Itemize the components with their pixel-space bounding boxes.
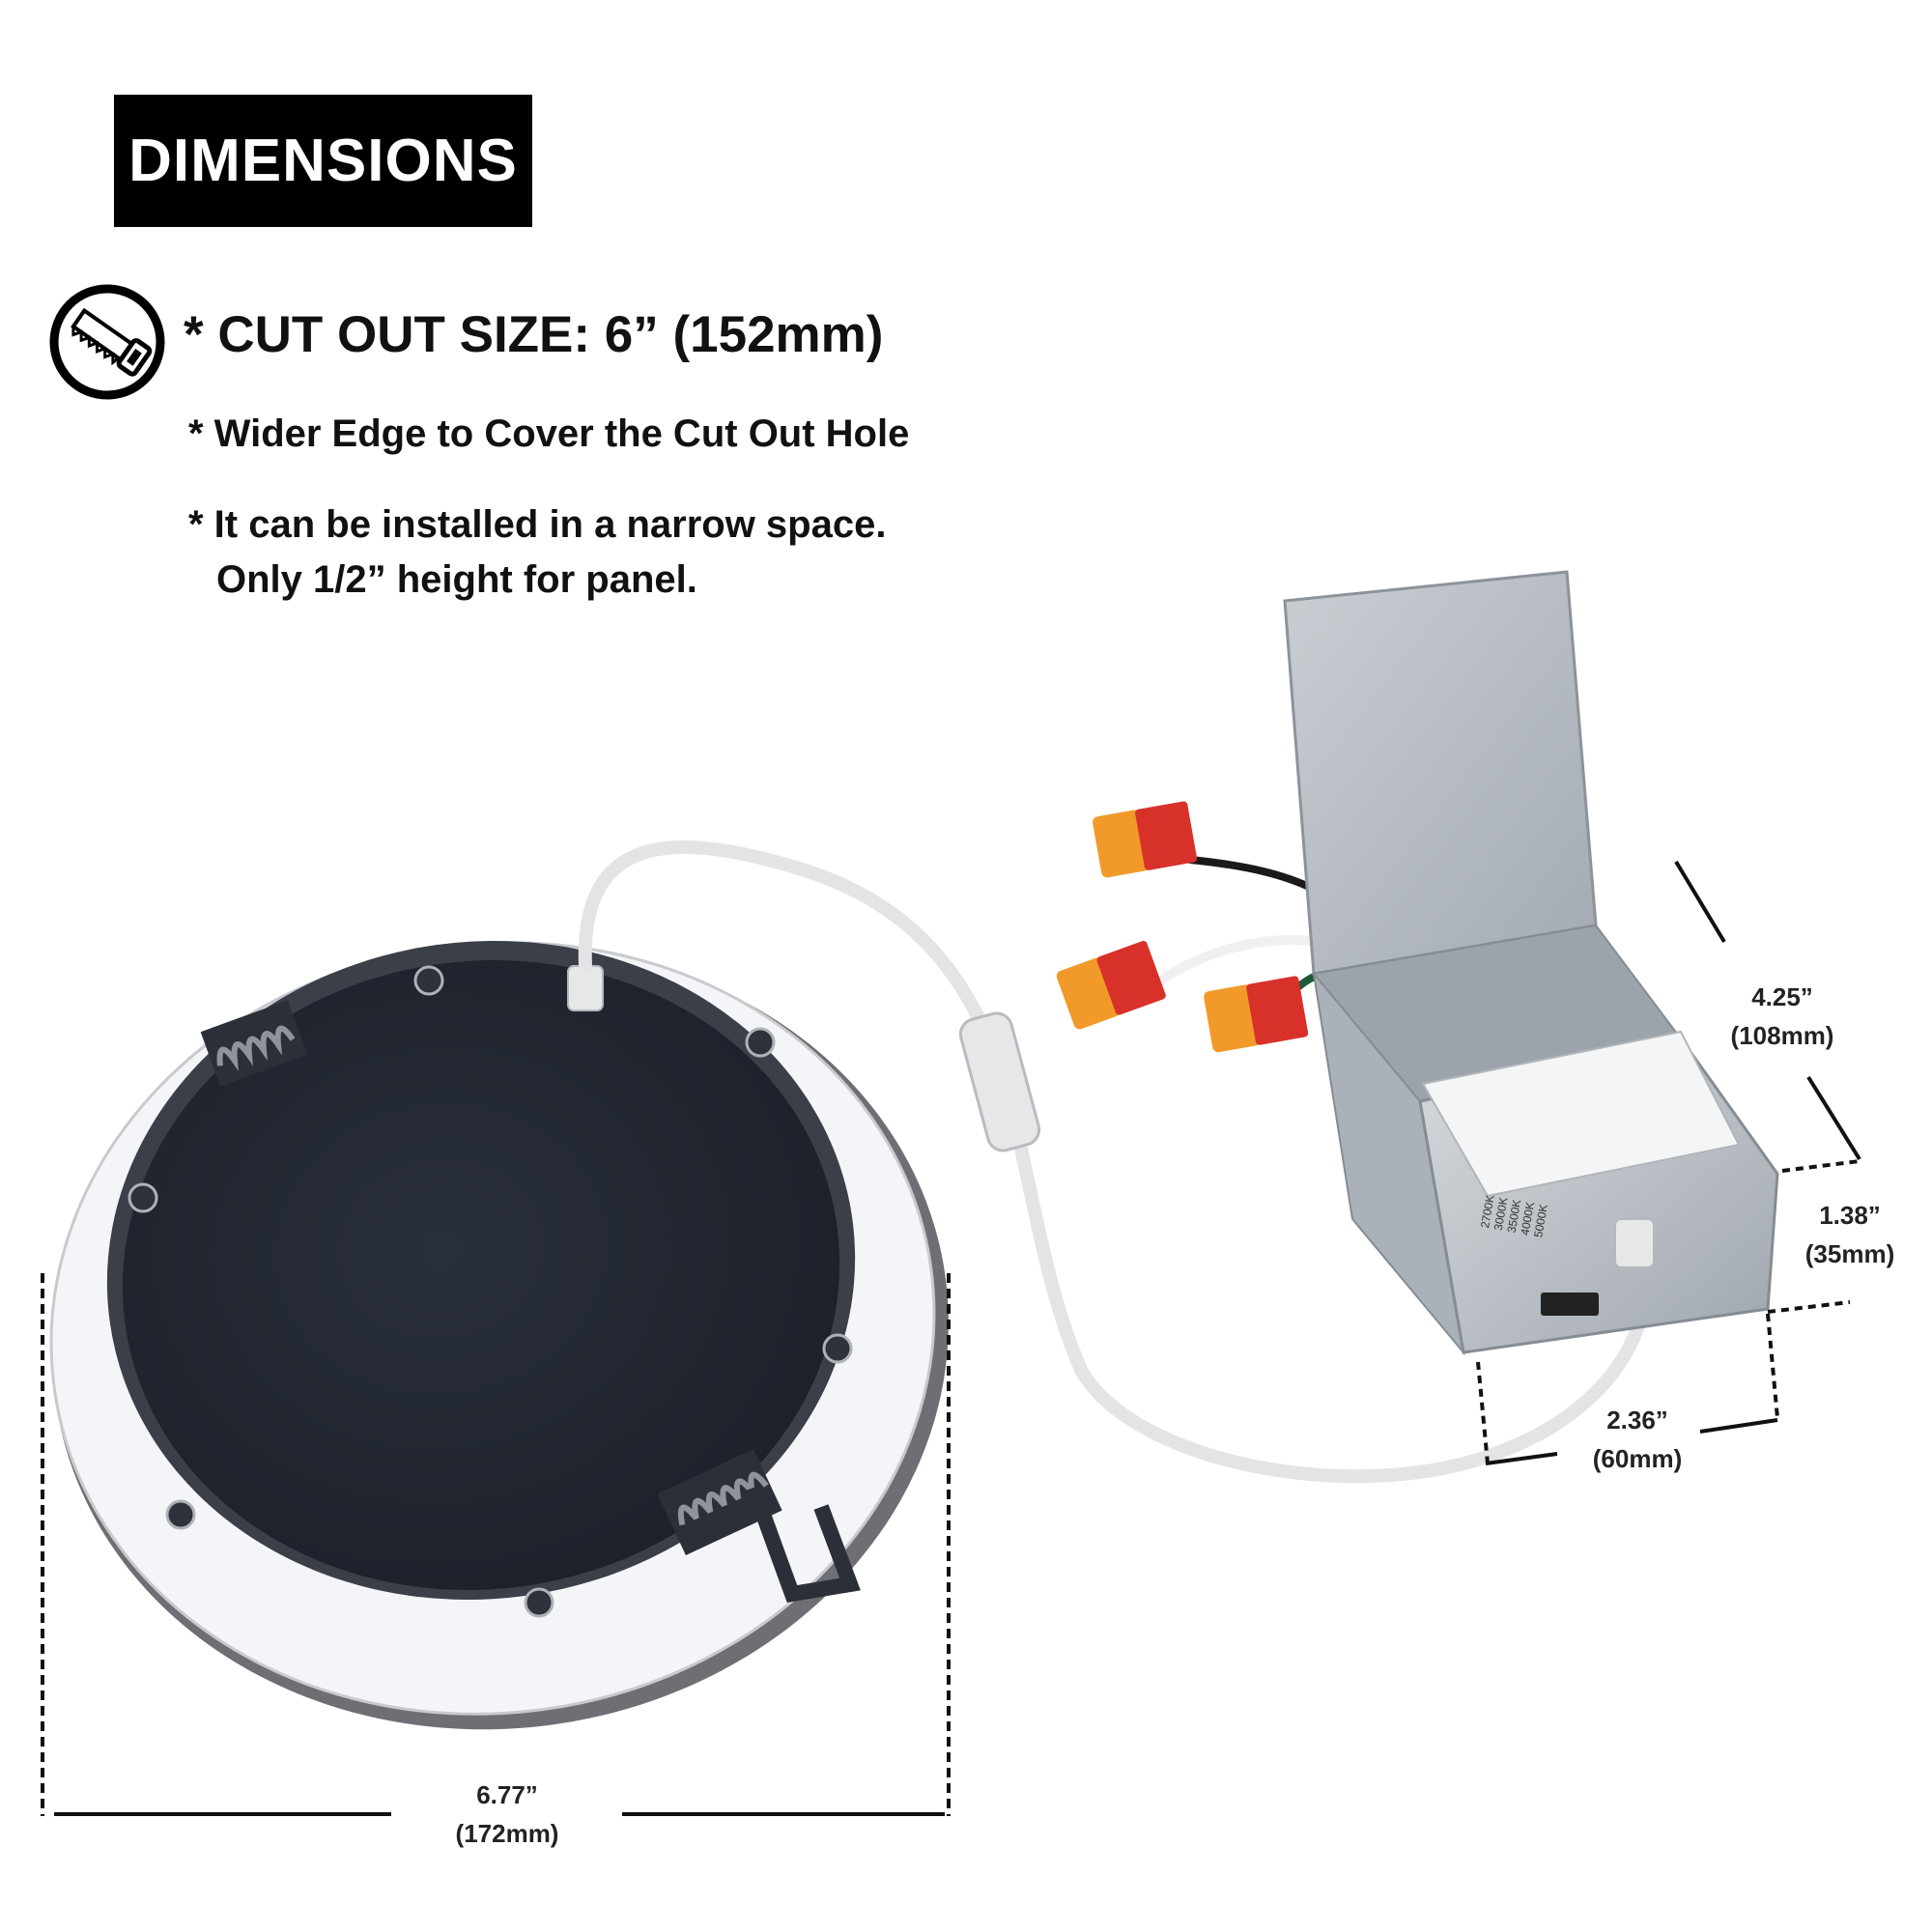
box-width-ext-right — [1766, 1313, 1779, 1419]
box-width-ext-left — [1476, 1361, 1490, 1464]
box-height-ext-top — [1781, 1159, 1861, 1173]
narrow-space-bullet: * It can be installed in a narrow space. — [188, 503, 887, 546]
screw-icon — [165, 1499, 196, 1530]
box-lid — [1283, 570, 1598, 976]
box-length-mm: (108mm) — [1730, 1021, 1834, 1050]
panel-diameter-label: 6.77” (172mm) — [425, 1776, 589, 1853]
screw-icon — [128, 1182, 158, 1213]
wire-connectors — [1056, 801, 1309, 1053]
panel-back-face — [122, 960, 840, 1590]
page-title: DIMENSIONS — [114, 95, 532, 227]
dimension-lines — [41, 860, 1861, 1816]
box-width-label: 2.36” (60mm) — [1565, 1401, 1710, 1478]
box-width-line-left — [1485, 1452, 1558, 1465]
spring-clip-bottom — [657, 1449, 861, 1603]
box-height-inches: 1.38” — [1819, 1201, 1881, 1230]
cct-switch — [1541, 1293, 1599, 1316]
box-height-ext-bottom — [1767, 1300, 1851, 1314]
panel-cable — [578, 839, 1653, 1484]
box-length-inches: 4.25” — [1751, 982, 1813, 1011]
panel-screws — [128, 965, 853, 1618]
screw-icon — [413, 965, 444, 996]
box-length-label: 4.25” (108mm) — [1700, 978, 1864, 1055]
box-width-line-right — [1699, 1418, 1778, 1434]
screw-icon — [745, 1027, 776, 1058]
box-height-mm: (35mm) — [1804, 1239, 1895, 1268]
box-length-line-bottom — [1806, 1075, 1861, 1161]
cutout-size-text: * CUT OUT SIZE: 6” (152mm) — [184, 306, 884, 363]
screw-icon — [524, 1587, 554, 1618]
box-cable-connector — [1614, 1218, 1655, 1268]
wire-connector-bottom — [1204, 976, 1309, 1053]
box-width-mm: (60mm) — [1592, 1444, 1683, 1473]
box-length-line-top — [1674, 860, 1726, 944]
spring-clip-top — [200, 1000, 308, 1087]
junction-box — [1283, 570, 1779, 1356]
saw-icon — [49, 284, 165, 400]
led-panel — [49, 941, 949, 1730]
wire-connector-top — [1093, 801, 1198, 878]
inline-connector — [958, 1011, 1041, 1152]
panel-diameter-mm: (172mm) — [455, 1819, 559, 1848]
screw-icon — [822, 1333, 853, 1364]
panel-diameter-inches: 6.77” — [476, 1780, 538, 1809]
wire-connector-middle — [1056, 940, 1166, 1030]
panel-height-bullet: Only 1/2” height for panel. — [216, 558, 697, 601]
wider-edge-bullet: * Wider Edge to Cover the Cut Out Hole — [188, 412, 910, 455]
box-width-inches: 2.36” — [1606, 1406, 1668, 1435]
driver-label — [1421, 1030, 1741, 1198]
page-title-text: DIMENSIONS — [128, 128, 518, 194]
box-height-label: 1.38” (35mm) — [1777, 1196, 1922, 1273]
